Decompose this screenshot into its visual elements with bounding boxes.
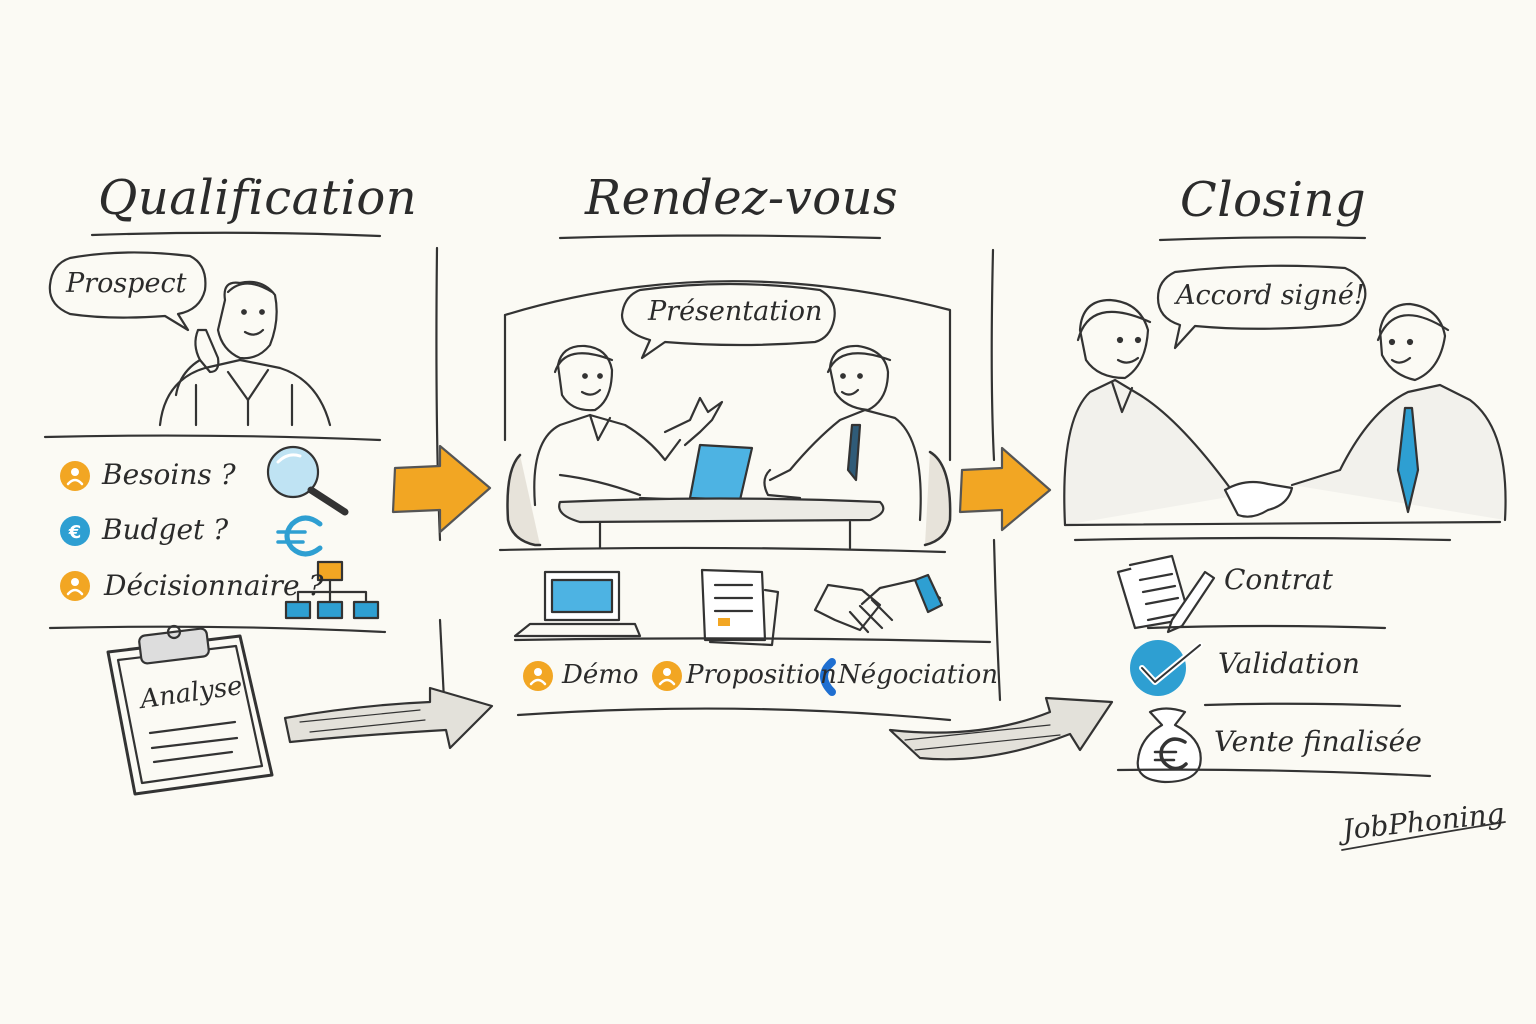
buyer-person-icon xyxy=(1290,302,1507,522)
prospect-person-icon xyxy=(158,280,332,427)
stage-2-title: Rendez-vous xyxy=(585,170,899,226)
result-validation: Validation xyxy=(1218,647,1360,680)
contract-pen-icon xyxy=(1116,554,1216,634)
step-proposition: Proposition xyxy=(686,660,837,690)
result-vente: Vente finalisée xyxy=(1214,725,1422,758)
step-negociation: Négociation xyxy=(838,660,998,690)
curved-arrow-1 xyxy=(283,686,494,750)
question-decisionnaire: Décisionnaire ? xyxy=(104,569,324,602)
arrow-right-2 xyxy=(958,446,1052,532)
speech-bubble-prospect xyxy=(48,251,207,332)
presenter-person-icon xyxy=(533,344,724,507)
question-budget: Budget ? xyxy=(102,513,229,546)
step-demo: Démo xyxy=(562,660,639,690)
bubble-text-prospect: Prospect xyxy=(66,268,187,299)
phone-icon xyxy=(174,328,220,397)
speech-bubble-presentation xyxy=(620,282,836,360)
arrow-right-1 xyxy=(391,444,492,534)
svg-text:€: € xyxy=(68,522,82,543)
result-contrat: Contrat xyxy=(1224,563,1333,596)
speech-bubble-accord xyxy=(1156,264,1367,350)
seller-person-icon xyxy=(1063,298,1242,527)
org-chart-icon xyxy=(284,560,380,620)
euro-icon xyxy=(276,515,323,557)
checkmark-icon xyxy=(1130,640,1203,696)
stage-3-title: Closing xyxy=(1180,172,1367,228)
handshake-icon xyxy=(813,573,944,634)
clipboard-icon xyxy=(106,624,274,796)
document-icon xyxy=(700,568,780,647)
curved-arrow-2 xyxy=(888,696,1114,761)
bubble-text-presentation: Présentation xyxy=(648,296,823,327)
bubble-text-accord: Accord signé! xyxy=(1176,280,1365,311)
question-besoins: Besoins ? xyxy=(102,458,236,491)
client-person-icon xyxy=(763,344,922,522)
money-bag-icon xyxy=(1136,707,1202,784)
laptop-icon-small xyxy=(513,570,642,638)
laptop-icon xyxy=(638,443,754,508)
stage-1-title: Qualification xyxy=(98,170,418,226)
magnifier-icon xyxy=(266,445,349,516)
